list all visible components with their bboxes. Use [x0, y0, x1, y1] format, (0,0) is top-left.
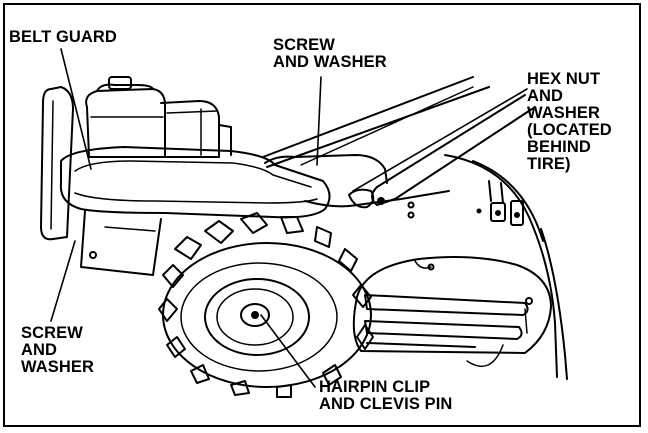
hairpin-clip-label: HAIRPIN CLIP AND CLEVIS PIN [319, 378, 453, 413]
transmission-housing [80, 188, 450, 276]
screw-washer-left-label: SCREW AND WASHER [21, 324, 95, 376]
hex-nut-leader [352, 88, 528, 192]
engine [85, 76, 232, 158]
tire [158, 212, 374, 398]
tine-shield [444, 154, 568, 380]
belt-guard-label: BELT GUARD [9, 28, 117, 46]
belt-guard [40, 86, 388, 241]
hex-nut-washer-label: HEX NUT AND WASHER (LOCATED BEHIND TIRE) [527, 70, 612, 173]
hairpin-leader [260, 314, 316, 388]
screw-washer-top-label: SCREW AND WASHER [273, 36, 387, 71]
side-plate [352, 256, 552, 367]
belt-guard-leader [60, 48, 92, 170]
screw-washer-top-leader [316, 76, 322, 166]
screw-washer-left-leader [50, 240, 76, 322]
leader-lines [50, 48, 528, 388]
tiller-diagram-frame: BELT GUARD SCREW AND WASHER HEX NUT AND … [3, 3, 641, 427]
handlebar-tubes [262, 76, 536, 206]
tiller-illustration [40, 48, 568, 398]
